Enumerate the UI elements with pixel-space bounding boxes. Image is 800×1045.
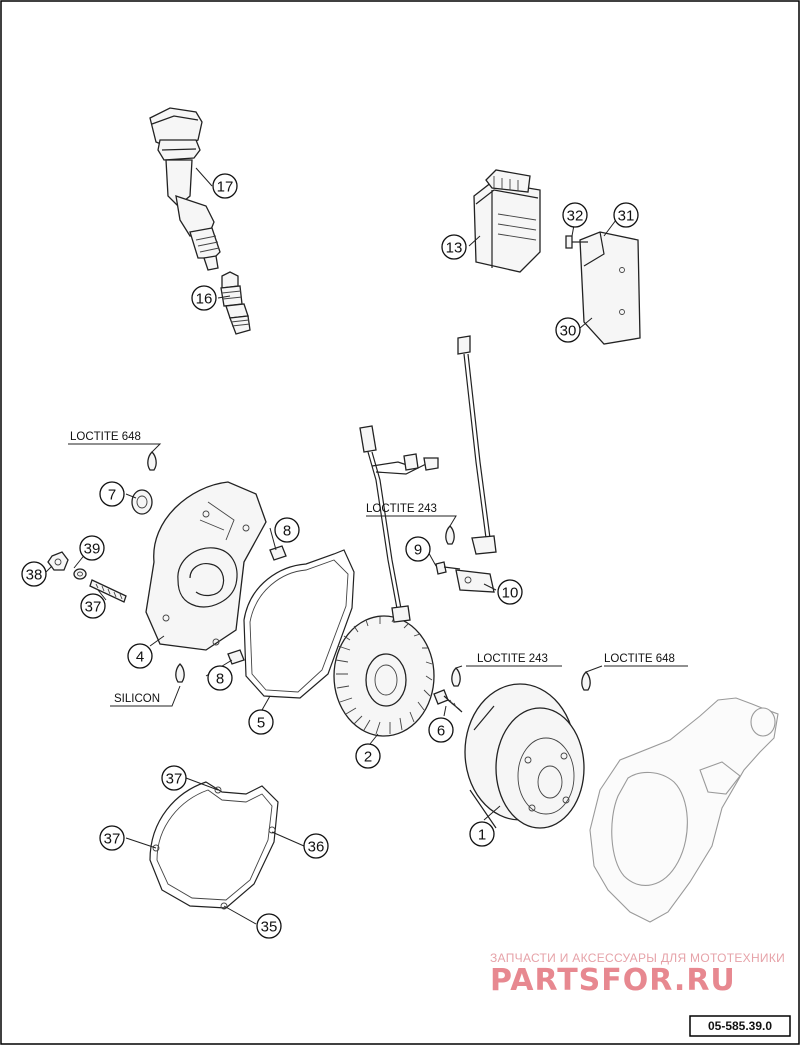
watermark-brand: PARTSFOR.RU <box>490 963 736 998</box>
callout-10: 10 <box>497 579 523 605</box>
svg-text:05-585.39.0: 05-585.39.0 <box>708 1019 772 1033</box>
callout-1: 1 <box>469 821 495 847</box>
diagram-reference: 05-585.39.0 <box>689 1015 791 1037</box>
crankcase-outline <box>589 697 779 923</box>
ignition-coil <box>149 107 221 271</box>
bracket-screw <box>565 235 588 249</box>
ignition-cover <box>145 481 267 651</box>
loctite-243-droplet-top <box>445 525 455 545</box>
callout-35: 35 <box>256 913 282 939</box>
pickup-sensor-screw <box>435 561 461 575</box>
rotor-flywheel <box>464 683 585 829</box>
callout-8-lower: 8 <box>207 665 233 691</box>
loctite-243-droplet-mid <box>451 667 461 687</box>
svg-text:31: 31 <box>618 208 635 225</box>
label-loctite-243-top: LOCTITE 243 <box>366 503 437 515</box>
svg-text:30: 30 <box>560 323 577 340</box>
callout-37-gasket-left: 37 <box>99 825 125 851</box>
watermark-caption: ЗАПЧАСТИ И АКСЕССУАРЫ ДЛЯ МОТОТЕХНИКИ <box>490 951 785 965</box>
callout-32: 32 <box>562 202 588 228</box>
ecu-bracket <box>579 231 641 345</box>
svg-text:36: 36 <box>308 839 325 856</box>
svg-text:9: 9 <box>414 542 422 559</box>
callout-4: 4 <box>127 643 153 669</box>
svg-text:39: 39 <box>84 541 101 558</box>
callout-37-stud: 37 <box>80 593 106 619</box>
callout-7: 7 <box>99 481 125 507</box>
svg-text:35: 35 <box>261 919 278 936</box>
svg-text:7: 7 <box>108 487 116 504</box>
label-loctite-648-left: LOCTITE 648 <box>70 431 141 443</box>
svg-text:8: 8 <box>216 671 224 688</box>
svg-text:37: 37 <box>104 831 121 848</box>
loctite-648-droplet-left <box>147 451 157 471</box>
silicon-droplet <box>175 663 185 683</box>
svg-text:17: 17 <box>217 179 234 196</box>
nut <box>47 551 69 571</box>
callout-13: 13 <box>441 234 467 260</box>
svg-text:38: 38 <box>26 567 43 584</box>
callout-30: 30 <box>555 317 581 343</box>
spark-plug <box>220 271 251 335</box>
dowel-pin-upper <box>269 545 287 561</box>
svg-text:37: 37 <box>166 771 183 788</box>
seal-ring <box>131 489 153 515</box>
svg-text:5: 5 <box>257 715 265 732</box>
flywheel-screw <box>433 689 463 713</box>
svg-text:32: 32 <box>567 208 584 225</box>
callout-5: 5 <box>248 709 274 735</box>
callout-39: 39 <box>79 535 105 561</box>
callout-31: 31 <box>613 202 639 228</box>
callout-8-upper: 8 <box>274 517 300 543</box>
svg-text:6: 6 <box>437 723 445 740</box>
svg-text:8: 8 <box>283 523 291 540</box>
callout-9: 9 <box>405 536 431 562</box>
stator-wire-harness <box>359 425 439 615</box>
dowel-pin-lower <box>227 649 245 665</box>
svg-text:2: 2 <box>364 749 372 766</box>
outer-gasket <box>149 781 279 910</box>
ecu-unit <box>473 169 541 273</box>
callout-16: 16 <box>191 285 217 311</box>
washer <box>73 568 87 580</box>
stator <box>333 605 435 737</box>
svg-text:10: 10 <box>502 585 519 602</box>
callout-6: 6 <box>428 717 454 743</box>
pickup-sensor <box>455 535 497 593</box>
svg-text:1: 1 <box>478 827 486 844</box>
callout-36: 36 <box>303 833 329 859</box>
stud-bolt <box>89 579 127 603</box>
svg-text:37: 37 <box>85 599 102 616</box>
label-loctite-648-right: LOCTITE 648 <box>604 653 675 665</box>
label-loctite-243-mid: LOCTITE 243 <box>477 653 548 665</box>
callout-38: 38 <box>21 561 47 587</box>
svg-text:13: 13 <box>446 240 463 257</box>
cover-gasket <box>243 549 355 699</box>
label-silicon: SILICON <box>114 693 160 705</box>
callout-37-gasket-top: 37 <box>161 765 187 791</box>
loctite-648-droplet-right <box>581 671 591 691</box>
pickup-sensor-lead <box>457 335 491 539</box>
svg-text:4: 4 <box>136 649 144 666</box>
callout-17: 17 <box>212 173 238 199</box>
callout-2: 2 <box>355 743 381 769</box>
svg-text:16: 16 <box>196 291 213 308</box>
